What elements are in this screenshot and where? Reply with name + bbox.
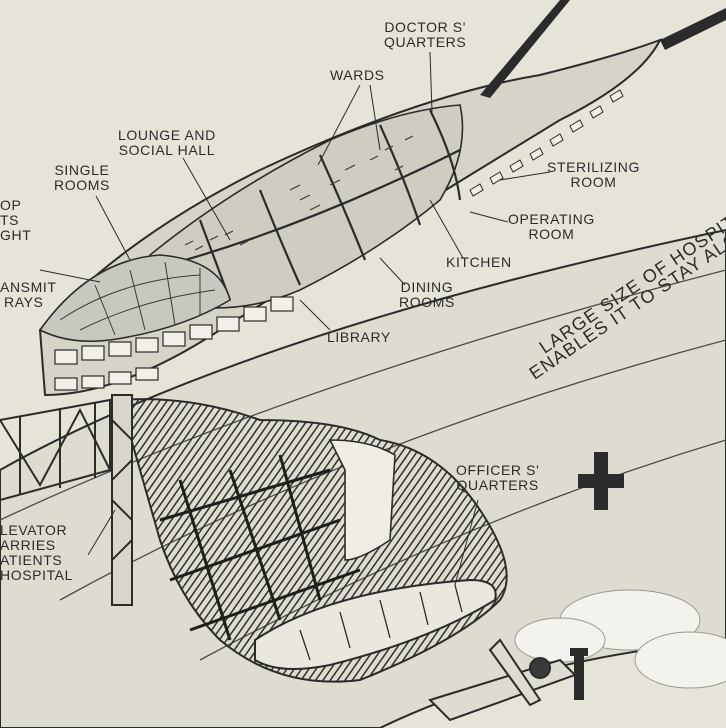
label-line: ROOM — [570, 174, 617, 190]
label-line: GHT — [0, 227, 32, 243]
label-line: RAYS — [4, 294, 44, 310]
label-kitchen: KITCHEN — [446, 254, 512, 270]
tower — [570, 648, 588, 700]
label-line: ANSMIT — [0, 279, 57, 295]
label-line: ATIENTS — [0, 552, 63, 568]
label-line: LEVATOR — [0, 522, 68, 538]
cavern-beams — [159, 454, 361, 641]
label-elevator-group: LEVATOR ARRIES ATIENTS HOSPITAL — [0, 523, 73, 583]
label-line: SOCIAL HALL — [118, 142, 216, 158]
label-dining-rooms: DINING ROOMS — [399, 280, 455, 310]
label-line: TS — [0, 212, 20, 228]
label-line: OPERATING — [508, 211, 595, 227]
label-line: QUARTERS — [384, 34, 467, 50]
label-line: LOUNGE AND — [118, 127, 216, 143]
label-line: OFFICER S' — [456, 462, 540, 478]
label-sterilizing-room: STERILIZING ROOM — [547, 160, 640, 190]
label-line: ROOMS — [399, 294, 455, 310]
label-single-rooms: SINGLE ROOMS — [54, 163, 110, 193]
elevator-shaft — [111, 394, 133, 606]
label-line: QUARTERS — [456, 477, 539, 493]
label-officers-quarters: OFFICER S' QUARTERS — [456, 463, 539, 493]
clouds — [514, 589, 726, 689]
truss — [0, 398, 111, 501]
label-transmit-group: ANSMIT RAYS — [0, 280, 57, 310]
label-line: HOSPITAL — [0, 567, 74, 583]
label-line: SINGLE — [54, 162, 110, 178]
label-line: ROOMS — [54, 177, 110, 193]
label-lounge-social-hall: LOUNGE AND SOCIAL HALL — [118, 128, 216, 158]
dome-grid — [59, 261, 216, 336]
cross-icon — [578, 452, 624, 510]
label-line: DOCTOR S' — [384, 19, 467, 35]
label-line: DINING — [400, 279, 454, 295]
label-library: LIBRARY — [327, 329, 391, 345]
label-line: OP — [0, 197, 22, 213]
label-line: ROOM — [528, 226, 575, 242]
label-line: STERILIZING — [547, 159, 640, 175]
window-band — [54, 296, 294, 391]
label-doctors-quarters: DOCTOR S' QUARTERS — [384, 20, 466, 50]
label-drop-group: OP TS GHT — [0, 198, 31, 243]
gondola-ribs — [299, 584, 463, 661]
label-operating-room: OPERATING ROOM — [508, 212, 595, 242]
gondola — [254, 578, 497, 670]
label-line: ARRIES — [0, 537, 56, 553]
label-wards: WARDS — [330, 67, 385, 83]
